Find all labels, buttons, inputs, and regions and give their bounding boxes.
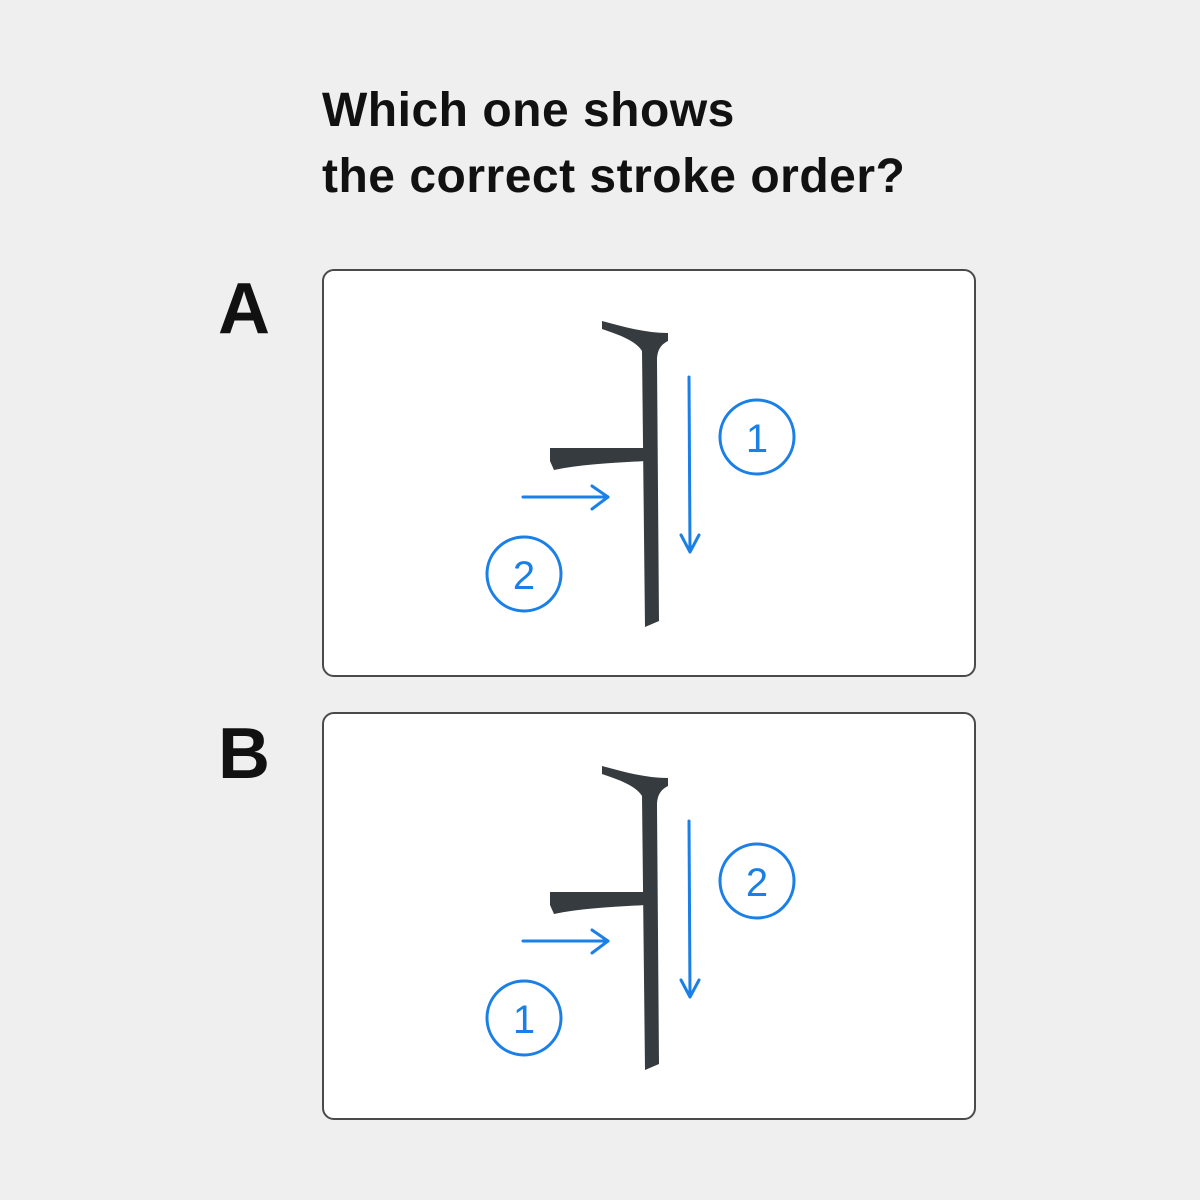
arrow-down-icon [679,819,701,999]
option-a-diagram: 1 2 [485,321,796,627]
option-a-card[interactable]: 1 2 [322,269,976,677]
stroke-number-vertical: 2 [746,861,768,905]
arrow-down-icon [679,375,701,554]
arrow-right-icon [521,484,610,511]
character-glyph [550,766,668,1070]
circled-number-icon: 2 [718,842,796,920]
question-title: Which one shows the correct stroke order… [322,78,905,210]
option-b-card[interactable]: 2 1 [322,712,976,1120]
arrow-right-icon [521,928,610,955]
question-line-1: Which one shows [322,84,735,137]
circled-number-icon: 1 [485,979,563,1057]
question-line-2: the correct stroke order? [322,150,906,203]
option-b-diagram: 2 1 [485,766,796,1070]
option-b-letter: B [218,714,270,794]
stroke-number-horizontal: 1 [513,998,535,1042]
circled-number-icon: 2 [485,535,563,613]
circled-number-icon: 1 [718,398,796,476]
stroke-number-vertical: 1 [746,417,768,461]
option-a-letter: A [218,269,270,349]
character-glyph [550,321,668,627]
stroke-number-horizontal: 2 [513,554,535,598]
